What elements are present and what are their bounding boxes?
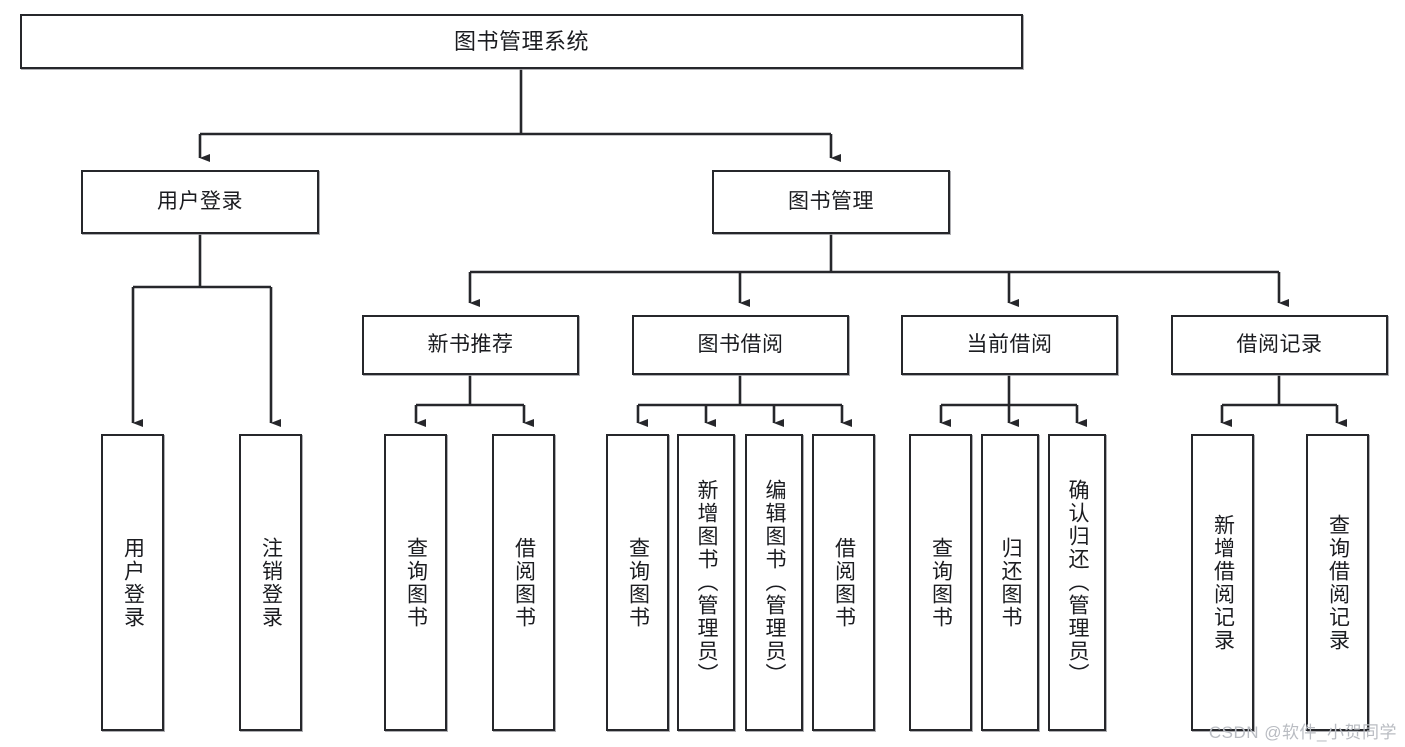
- node-label: 图书管理: [788, 189, 874, 213]
- node-label: 用户登录: [121, 536, 145, 629]
- node-book-management[interactable]: 图书管理: [712, 170, 950, 234]
- node-label: 借阅图书: [832, 536, 856, 629]
- node-leaf-return-book[interactable]: 归还图书: [981, 434, 1039, 731]
- node-label: 新书推荐: [427, 332, 514, 356]
- node-leaf-query-book-recommend[interactable]: 查询图书: [384, 434, 447, 731]
- node-leaf-borrow-book[interactable]: 借阅图书: [812, 434, 875, 731]
- node-label: 新增图书（管理员）: [695, 479, 719, 686]
- node-leaf-add-book[interactable]: 新增图书（管理员）: [677, 434, 735, 731]
- node-label: 借阅记录: [1236, 332, 1323, 356]
- node-label: 当前借阅: [966, 332, 1053, 356]
- watermark: CSDN @软件_小贺同学: [1208, 723, 1397, 742]
- node-label: 用户登录: [157, 189, 243, 213]
- node-borrow-record[interactable]: 借阅记录: [1171, 315, 1388, 375]
- node-leaf-add-borrow-record[interactable]: 新增借阅记录: [1191, 434, 1254, 731]
- node-label: 查询图书: [404, 536, 428, 629]
- node-leaf-logout[interactable]: 注销登录: [239, 434, 302, 731]
- node-label: 查询图书: [929, 536, 953, 629]
- node-label: 确认归还（管理员）: [1066, 479, 1090, 686]
- node-book-borrow[interactable]: 图书借阅: [632, 315, 849, 375]
- node-label: 查询借阅记录: [1326, 513, 1350, 652]
- node-root-book-management-system[interactable]: 图书管理系统: [20, 14, 1023, 69]
- node-label: 借阅图书: [512, 536, 536, 629]
- node-leaf-query-book-borrow[interactable]: 查询图书: [606, 434, 669, 731]
- node-label: 归还图书: [999, 536, 1023, 629]
- node-user-login[interactable]: 用户登录: [81, 170, 319, 234]
- node-label: 图书管理系统: [453, 28, 589, 54]
- node-label: 图书借阅: [697, 332, 784, 356]
- node-leaf-edit-book[interactable]: 编辑图书（管理员）: [745, 434, 803, 731]
- node-label: 编辑图书（管理员）: [763, 479, 787, 686]
- node-new-book-recommend[interactable]: 新书推荐: [362, 315, 579, 375]
- node-current-borrow[interactable]: 当前借阅: [901, 315, 1118, 375]
- node-leaf-user-login[interactable]: 用户登录: [101, 434, 164, 731]
- node-label: 查询图书: [626, 536, 650, 629]
- node-leaf-borrow-book-recommend[interactable]: 借阅图书: [492, 434, 555, 731]
- node-leaf-confirm-return[interactable]: 确认归还（管理员）: [1048, 434, 1106, 731]
- node-label: 注销登录: [259, 536, 283, 629]
- node-label: 新增借阅记录: [1211, 513, 1235, 652]
- node-leaf-query-borrow-record[interactable]: 查询借阅记录: [1306, 434, 1369, 731]
- node-leaf-query-book-current[interactable]: 查询图书: [909, 434, 972, 731]
